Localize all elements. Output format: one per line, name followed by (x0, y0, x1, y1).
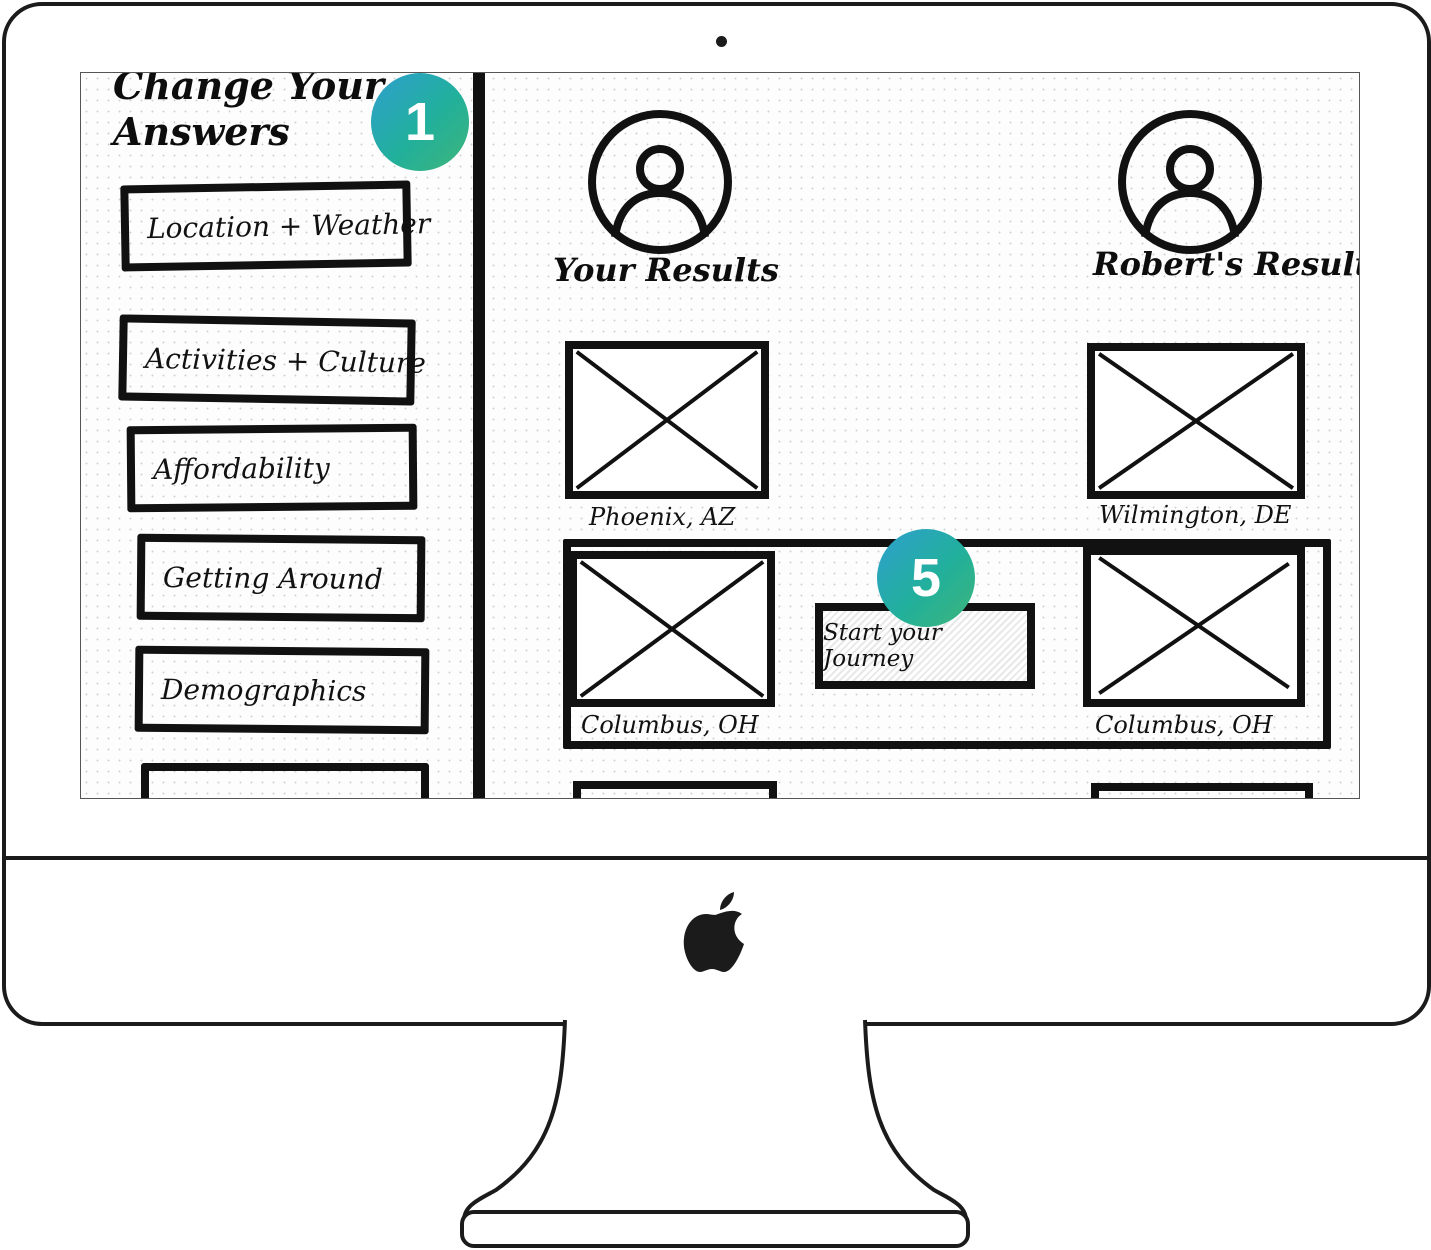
getting-around-button[interactable]: Getting Around (136, 533, 426, 623)
columbus-you-image-placeholder-icon[interactable] (569, 551, 775, 707)
step-badge-5: 5 (877, 529, 975, 627)
activities-culture-button[interactable]: Activities + Culture (118, 314, 426, 406)
robert-avatar-user-icon (1118, 110, 1262, 254)
button-label: Activities + Culture (144, 341, 427, 380)
wilmington-city-label: Wilmington, DE (1099, 501, 1292, 529)
camera-icon (716, 36, 727, 47)
phoenix-image-placeholder-icon[interactable] (565, 341, 769, 499)
sidebar-title: Change Your Answers (113, 72, 384, 154)
screen: Change Your Answers Location + Weather A… (80, 72, 1360, 799)
sidebar-divider (473, 73, 485, 798)
sidebar: Change Your Answers Location + Weather A… (81, 73, 477, 798)
imac-chin-divider (2, 856, 1431, 860)
your-results-label: Your Results (553, 251, 779, 289)
wilmington-image-placeholder-icon[interactable] (1087, 343, 1305, 499)
button-label: Affordability (152, 450, 330, 486)
step-badge-1: 1 (371, 73, 469, 171)
columbus-you-city-label: Columbus, OH (581, 711, 759, 739)
next-result-placeholder[interactable] (573, 781, 777, 798)
robert-results-label: Robert's Results (1093, 245, 1360, 283)
button-label: Demographics (160, 672, 367, 708)
affordability-button[interactable]: Affordability (126, 423, 418, 513)
button-label: Getting Around (162, 560, 383, 596)
your-avatar-user-icon (588, 110, 732, 254)
phoenix-city-label: Phoenix, AZ (589, 503, 736, 531)
columbus-robert-image-placeholder-icon[interactable] (1083, 547, 1305, 707)
next-robert-result-placeholder[interactable] (1091, 783, 1313, 798)
location-weather-button[interactable]: Location + Weather (120, 180, 430, 272)
more-answers-button[interactable] (141, 763, 429, 798)
button-label: Location + Weather (146, 206, 431, 245)
apple-logo-icon (683, 892, 744, 972)
demographics-button[interactable]: Demographics (134, 645, 430, 735)
columbus-robert-city-label: Columbus, OH (1095, 711, 1273, 739)
